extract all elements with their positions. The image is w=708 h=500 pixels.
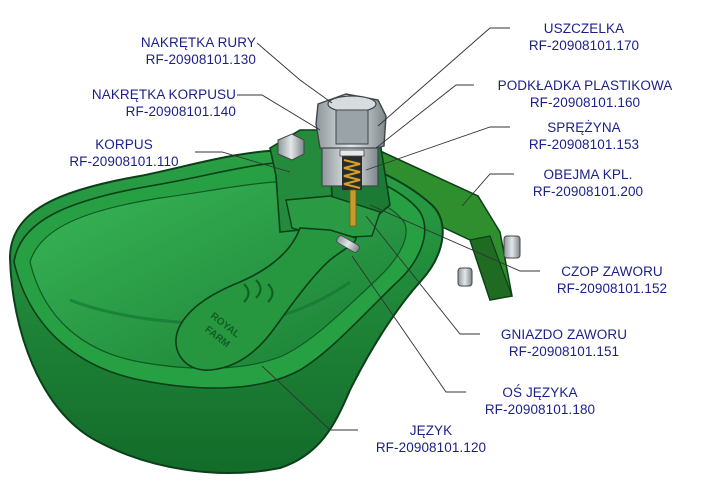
part-code: RF-20908101.140 [125, 104, 236, 119]
part-code: RF-20908101.170 [528, 38, 640, 53]
leader-uszczelka [377, 27, 510, 127]
part-code: RF-20908101.160 [529, 95, 641, 110]
label-korpus: KORPUS RF-20908101.110 [56, 136, 192, 170]
leader-gniazdo [365, 215, 480, 335]
part-name: SPRĘŻYNA [547, 120, 621, 135]
part-name: NAKRĘTKA KORPUSU [91, 87, 236, 102]
part-code: RF-20908101.180 [484, 402, 596, 417]
part-name: NAKRĘTKA RURY [140, 35, 256, 50]
leader-os-jezyka [351, 255, 466, 393]
leader-czop [369, 204, 540, 272]
label-obejma: OBEJMA KPL. RF-20908101.200 [514, 166, 662, 200]
part-code: RF-20908101.130 [145, 52, 256, 67]
part-name: CZOP ZAWORU [561, 264, 663, 279]
label-jezyk: JĘZYK RF-20908101.120 [356, 422, 506, 456]
leader-nakretka-rury [256, 42, 333, 104]
label-nakretka-korpusu: NAKRĘTKA KORPUSU RF-20908101.140 [40, 86, 236, 120]
part-code: RF-20908101.151 [508, 344, 620, 359]
part-name: JĘZYK [409, 423, 453, 438]
leader-lines [195, 27, 540, 431]
label-uszczelka: USZCZELKA RF-20908101.170 [510, 20, 658, 54]
label-czop-zaworu: CZOP ZAWORU RF-20908101.152 [538, 263, 686, 297]
part-name: GNIAZDO ZAWORU [500, 327, 628, 342]
label-podkladka-plastikowa: PODKŁADKA PLASTIKOWA RF-20908101.160 [474, 77, 696, 111]
leader-sprezyna [365, 126, 510, 171]
leader-nakretka-korpusu [237, 94, 321, 131]
label-nakretka-rury: NAKRĘTKA RURY RF-20908101.130 [86, 34, 256, 68]
part-code: RF-20908101.152 [556, 281, 668, 296]
leader-podkladka [375, 84, 474, 149]
label-gniazdo-zaworu: GNIAZDO ZAWORU RF-20908101.151 [480, 326, 648, 360]
part-code: RF-20908101.120 [375, 440, 487, 455]
part-code: RF-20908101.153 [528, 137, 640, 152]
part-name: OŚ JĘZYKA [502, 385, 578, 400]
part-name: USZCZELKA [543, 21, 625, 36]
leader-korpus [195, 151, 291, 173]
leader-obejma [461, 173, 514, 207]
part-name: OBEJMA KPL. [543, 167, 633, 182]
valve-internals [321, 147, 379, 227]
part-name: KORPUS [95, 137, 153, 152]
pipe-nut [315, 93, 387, 157]
part-code: RF-20908101.200 [532, 184, 644, 199]
label-sprezyna: SPRĘŻYNA RF-20908101.153 [510, 119, 658, 153]
label-os-jezyka: OŚ JĘZYKA RF-20908101.180 [464, 384, 616, 418]
part-name: PODKŁADKA PLASTIKOWA [497, 78, 673, 93]
part-code: RF-20908101.110 [69, 154, 179, 169]
paddle-tongue [175, 227, 360, 371]
leader-jezyk [261, 365, 358, 431]
